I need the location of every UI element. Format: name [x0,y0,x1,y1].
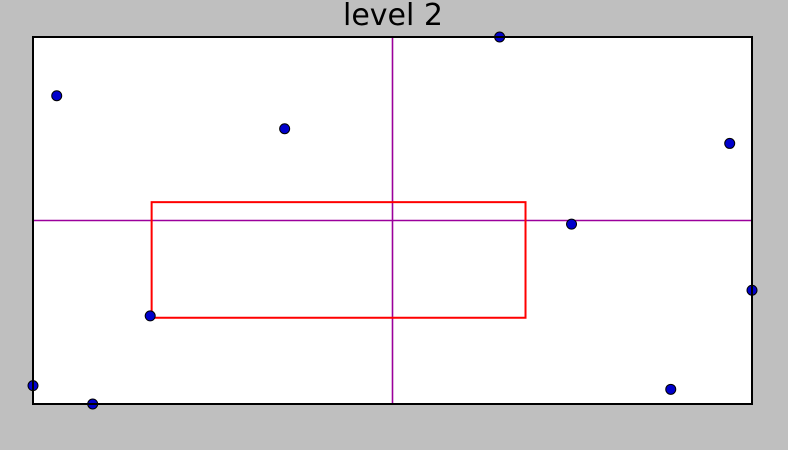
data-point [144,310,156,322]
data-point [279,123,291,135]
data-point [724,137,736,149]
data-point [665,383,677,395]
chart-title: level 2 [343,0,443,33]
query-rectangle [150,201,527,319]
axes-frame [32,36,753,405]
data-point [51,90,63,102]
data-point [566,218,578,230]
overlay-layer [33,37,752,404]
